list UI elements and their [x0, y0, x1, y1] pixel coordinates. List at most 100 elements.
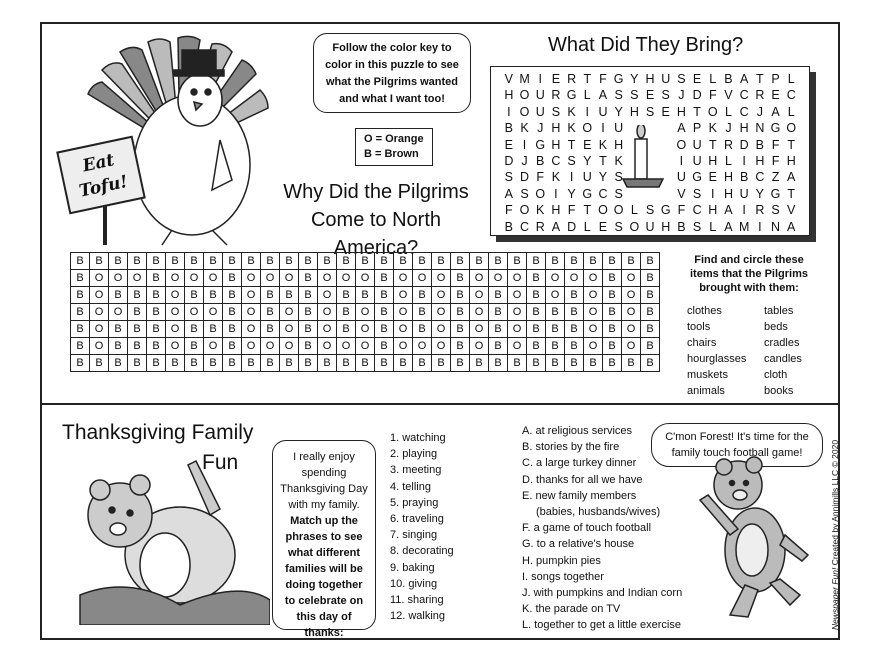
color-grid-cell: O: [469, 269, 489, 287]
color-grid-cell: O: [241, 320, 261, 338]
wordsearch-letter: E: [598, 219, 608, 234]
color-grid-cell: B: [545, 303, 565, 321]
color-grid-cell: B: [564, 337, 584, 355]
color-grid-cell: B: [640, 252, 660, 270]
color-grid-cell: O: [336, 337, 356, 355]
lettered-item: H. pumpkin pies: [522, 554, 601, 567]
wordsearch-letter: I: [758, 219, 762, 234]
color-grid-cell: O: [621, 269, 641, 287]
color-grid-cell: B: [412, 252, 432, 270]
lettered-item: G. to a relative's house: [522, 538, 635, 551]
color-grid-cell: O: [165, 269, 185, 287]
lettered-item: C. a large turkey dinner: [522, 457, 637, 470]
wordsearch-letter: S: [567, 153, 576, 168]
color-grid-cell: B: [640, 303, 660, 321]
wordsearch-letter: D: [739, 137, 749, 152]
wordsearch-letter: R: [755, 88, 765, 103]
color-grid-cell: B: [279, 286, 299, 304]
color-key-orange: O = Orange: [364, 133, 424, 145]
color-grid-cell: O: [355, 303, 375, 321]
wordsearch-letter: L: [787, 104, 795, 119]
color-grid-cell: O: [507, 303, 527, 321]
wordsearch-letter: J: [756, 104, 763, 119]
color-grid-cell: B: [488, 337, 508, 355]
color-grid-cell: B: [203, 354, 223, 372]
color-grid-cell: O: [621, 337, 641, 355]
color-grid-cell: O: [583, 337, 603, 355]
find-item: beds: [764, 321, 788, 333]
wordsearch-letter: L: [709, 219, 717, 234]
color-grid-cell: B: [545, 337, 565, 355]
color-grid-cell: B: [184, 286, 204, 304]
wordsearch-letter: K: [567, 121, 576, 136]
wordsearch-letter: H: [708, 203, 718, 218]
color-grid-cell: B: [184, 337, 204, 355]
color-grid-cell: B: [222, 354, 242, 372]
wordsearch-letter: T: [567, 137, 576, 152]
color-grid-cell: B: [374, 354, 394, 372]
wordsearch-letter: S: [614, 88, 623, 103]
color-grid-cell: O: [393, 320, 413, 338]
wordsearch-letter: L: [787, 72, 795, 86]
find-item: hourglasses: [687, 353, 747, 365]
color-grid-cell: B: [108, 252, 128, 270]
wordsearch-letter: N: [755, 121, 765, 136]
color-grid-cell: B: [146, 286, 166, 304]
color-grid-cell: B: [564, 286, 584, 304]
wordsearch-letter: L: [709, 72, 717, 86]
color-grid-cell: B: [507, 252, 527, 270]
wordsearch-letter: G: [770, 121, 781, 136]
color-grid-cell: O: [241, 286, 261, 304]
turkey-illustration: [87, 35, 269, 246]
color-grid-cell: O: [431, 320, 451, 338]
color-grid-cell: B: [488, 354, 508, 372]
wordsearch-letter: B: [504, 121, 514, 136]
numbered-item: 2. playing: [390, 448, 438, 461]
wordsearch-letter: H: [551, 137, 561, 152]
color-grid-cell: B: [374, 320, 394, 338]
color-grid-cell: B: [146, 337, 166, 355]
wordsearch-letter: G: [770, 186, 781, 201]
wordsearch-letter: Y: [755, 186, 765, 201]
color-grid-cell: B: [526, 252, 546, 270]
wordsearch-letter: T: [583, 72, 592, 86]
color-grid-cell: B: [108, 337, 128, 355]
color-grid-cell: B: [488, 320, 508, 338]
wordsearch-letter: V: [787, 203, 796, 218]
wordsearch-letter: C: [551, 153, 561, 168]
wordsearch-letter: B: [755, 137, 765, 152]
lettered-item: A. at religious services: [522, 425, 633, 437]
wordsearch-letter: S: [520, 186, 529, 201]
wordsearch-letter: V: [504, 72, 514, 86]
wordsearch-letter: O: [519, 88, 530, 103]
color-grid-cell: O: [241, 303, 261, 321]
color-grid-cell: O: [507, 320, 527, 338]
wordsearch-letter: R: [551, 88, 561, 103]
family-fun-title-line-1: Thanksgiving Family: [62, 421, 254, 444]
wordsearch-letter: M: [738, 219, 750, 234]
color-grid-cell: B: [70, 252, 90, 270]
wordsearch-letter: F: [708, 88, 717, 103]
color-grid-cell: B: [146, 354, 166, 372]
color-grid-cell: O: [260, 269, 280, 287]
wordsearch-letter: J: [725, 121, 732, 136]
color-grid-cell: B: [374, 303, 394, 321]
wordsearch-letter: R: [535, 219, 545, 234]
wordsearch-letter: H: [661, 219, 671, 234]
wordsearch-letter: S: [614, 219, 623, 234]
wordsearch-letter: C: [755, 170, 765, 185]
wordsearch-letter: I: [679, 153, 684, 168]
wordsearch-letter: F: [536, 170, 545, 185]
color-grid-cell: B: [70, 320, 90, 338]
wordsearch-letter: I: [742, 203, 746, 218]
wordsearch-letter: K: [614, 153, 623, 168]
wordsearch-letter: S: [630, 88, 639, 103]
wordsearch-letter: F: [771, 137, 780, 152]
wordsearch-letter: T: [693, 104, 701, 119]
find-item: books: [764, 385, 794, 397]
wordsearch-letter: S: [504, 170, 514, 185]
